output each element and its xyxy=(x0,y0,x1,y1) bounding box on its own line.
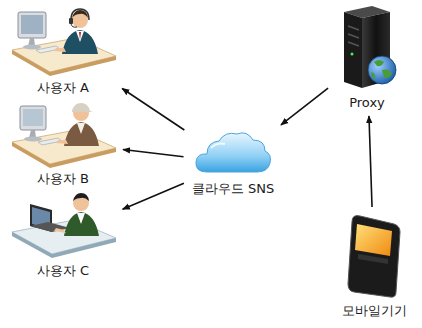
server-node: Proxy xyxy=(332,4,402,111)
cloud-icon xyxy=(193,128,273,178)
user-node: 사용자 B xyxy=(8,98,118,187)
node-label: 사용자 A xyxy=(37,80,89,96)
user-with-laptop-icon xyxy=(8,190,118,260)
user-at-desk-icon xyxy=(8,2,118,77)
arrow-connector xyxy=(122,88,184,130)
user-node: 사용자 C xyxy=(8,190,118,279)
mobile-phone-icon xyxy=(344,212,404,300)
node-label: 사용자 B xyxy=(37,171,89,187)
node-label: Proxy xyxy=(349,95,385,111)
device-node: 모바일기기 xyxy=(339,212,410,319)
arrow-connector xyxy=(123,150,184,157)
node-label: 사용자 C xyxy=(37,263,89,279)
arrow-connector xyxy=(281,88,328,125)
cloud-node: 클라우드 SNS xyxy=(189,128,278,197)
node-label: 클라우드 SNS xyxy=(192,181,274,197)
node-label: 모바일기기 xyxy=(342,303,407,319)
user-node: 사용자 A xyxy=(8,2,118,96)
arrow-connector xyxy=(369,116,372,207)
proxy-server-icon xyxy=(332,4,402,92)
user-at-desk-icon xyxy=(8,98,118,168)
arrow-connector xyxy=(123,183,184,209)
